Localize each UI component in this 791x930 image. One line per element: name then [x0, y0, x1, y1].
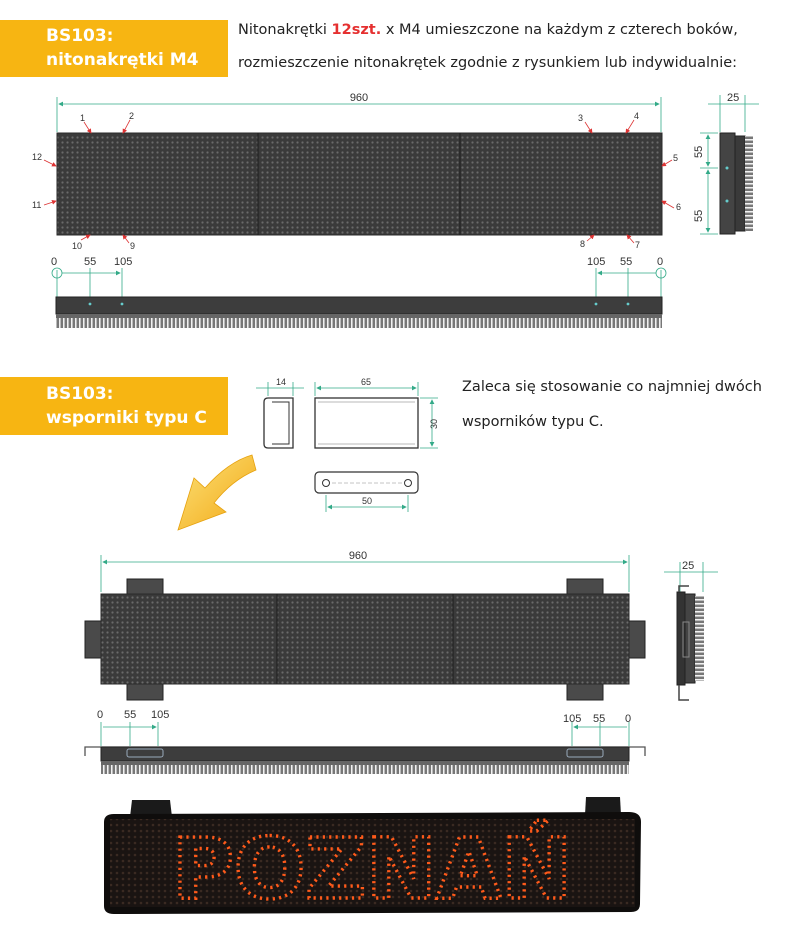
s1-led-panel [56, 132, 663, 236]
marker-12: 12 [32, 152, 42, 162]
bracket-dim-65: 65 [361, 377, 371, 387]
s1-br-105: 105 [587, 256, 605, 268]
s1-depth-label: 25 [727, 92, 739, 104]
s1-side-dim-b: 55 [693, 210, 705, 222]
s2-br-55: 55 [593, 713, 605, 725]
s2-side-view: 25 [664, 560, 718, 701]
marker-8: 8 [580, 239, 585, 249]
marker-9: 9 [130, 241, 135, 251]
s1-side-dim-a: 55 [693, 146, 705, 158]
section1-desc-line1: Nitonakrętki 12szt. x M4 umieszczone na … [238, 14, 783, 47]
section1-desc-pre: Nitonakrętki [238, 22, 332, 38]
s1-bl-105: 105 [114, 256, 132, 268]
section2-desc-line1: Zaleca się stosowanie co najmniej dwóch [462, 379, 762, 395]
s1-br-0: 0 [657, 256, 663, 268]
section2-badge: BS103: wsporniki typu C [0, 377, 228, 435]
s2-led-panel [100, 593, 630, 685]
s2-bl-0: 0 [97, 709, 103, 721]
section1-badge-line2: nitonakrętki M4 [46, 50, 199, 70]
marker-6: 6 [676, 202, 681, 212]
s1-width-label: 960 [350, 92, 368, 104]
s1-rivet-markers: 1 2 3 4 5 6 7 8 9 10 11 12 [32, 111, 681, 251]
section2-badge-line1: BS103: [46, 384, 114, 404]
section1-desc-highlight: 12szt. [331, 22, 382, 38]
s1-dim-width: 960 [56, 92, 662, 132]
bracket-detail: 14 65 30 50 [256, 377, 439, 512]
marker-5: 5 [673, 153, 678, 163]
s2-bottom-view [84, 746, 646, 774]
s1-br-55: 55 [620, 256, 632, 268]
section2-badge-line2: wsporniki typu C [46, 408, 207, 428]
marker-4: 4 [634, 111, 639, 121]
s2-br-105: 105 [563, 713, 581, 725]
s2-brackets [84, 578, 646, 701]
s1-bl-0: 0 [51, 256, 57, 268]
s1-bl-55: 55 [84, 256, 96, 268]
s1-bottom-dims: 0 55 105 105 55 0 [51, 256, 667, 297]
s2-bottom-dims: 0 55 105 105 55 0 [97, 709, 631, 746]
led-display-photo: POZNAŃ [104, 797, 641, 920]
s1-bottom-view [55, 296, 663, 328]
marker-1: 1 [80, 113, 85, 123]
marker-10: 10 [72, 241, 82, 251]
section2-description: Zaleca się stosowanie co najmniej dwóch … [462, 370, 782, 440]
s2-depth-label: 25 [682, 560, 694, 572]
bracket-dim-14: 14 [276, 377, 286, 387]
curved-arrow-icon [177, 454, 257, 531]
marker-2: 2 [129, 111, 134, 121]
s1-side-view: 25 55 55 [693, 92, 759, 235]
s2-dim-width: 960 [100, 550, 630, 592]
s2-bl-55: 55 [124, 709, 136, 721]
section1-desc-post: x M4 umieszczone na każdym z czterech bo… [381, 22, 738, 38]
s2-br-0: 0 [625, 713, 631, 725]
marker-7: 7 [635, 240, 640, 250]
section1-desc-line2: rozmieszczenie nitonakrętek zgodnie z ry… [238, 55, 738, 71]
s2-bl-105: 105 [151, 709, 169, 721]
section1-badge: BS103: nitonakrętki M4 [0, 20, 228, 77]
s2-width-label: 960 [349, 550, 367, 562]
display-text: POZNAŃ [172, 820, 572, 918]
marker-3: 3 [578, 113, 583, 123]
section1-description: Nitonakrętki 12szt. x M4 umieszczone na … [238, 14, 783, 80]
marker-11: 11 [32, 200, 41, 210]
bracket-dim-50: 50 [362, 496, 372, 506]
bracket-dim-30: 30 [429, 419, 439, 429]
section2-desc-line2: wsporników typu C. [462, 414, 604, 430]
section1-badge-line1: BS103: [46, 26, 114, 46]
